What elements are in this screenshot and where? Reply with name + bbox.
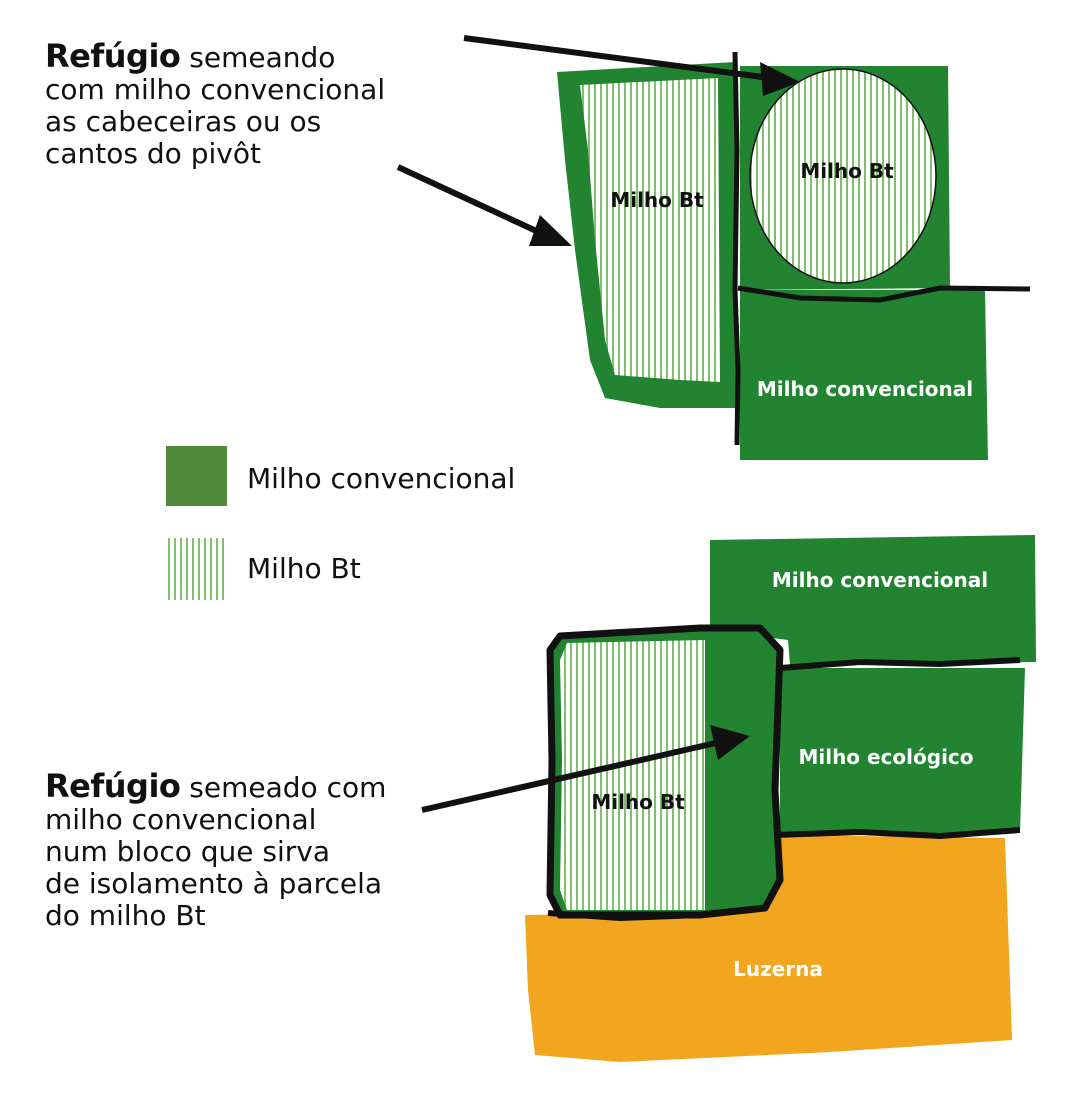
bottom-ecological-field [780,668,1025,835]
bottom-boundary-eco-luzerna [774,827,1021,840]
bottom-luzerna-label: Luzerna [733,957,823,981]
bottom-boundary-conv-eco [779,657,1021,671]
caption-top: Refúgio semeando com milho convencional … [45,40,385,170]
legend: Milho convencional Milho Bt [166,446,515,600]
top-conventional-label: Milho convencional [757,377,973,401]
legend-label-conventional: Milho convencional [247,462,515,495]
bottom-boundary-block-luzerna [547,905,766,922]
caption-bottom-line-5: do milho Bt [45,899,206,932]
bottom-diagram: Milho convencional Milho ecológico Milho… [421,535,1036,1062]
caption-bottom-line-3: num bloco que sirva [45,835,331,868]
legend-label-bt: Milho Bt [247,552,361,585]
top-left-bt-field [580,78,720,382]
legend-swatch-bt [166,538,227,600]
caption-top-line-2: com milho convencional [45,73,386,106]
caption-bottom-line-1: Refúgio semeado com [45,770,386,804]
caption-bottom-line-1-rest: semeado com [180,771,387,804]
top-conventional-field [740,290,988,460]
caption-bottom-line-4: de isolamento à parcela [45,867,383,900]
caption-bottom-line-2: milho convencional [45,803,317,836]
top-left-bt-label: Milho Bt [610,188,704,212]
top-arrow-1 [463,35,800,96]
caption-top-line-1: Refúgio semeando [45,40,385,74]
top-circle-bt-field [749,68,937,284]
top-vertical-road [732,51,741,446]
caption-bottom-strong: Refúgio [45,767,181,805]
caption-bottom: Refúgio semeado com milho convencional n… [45,770,386,932]
bottom-conventional-label: Milho convencional [772,568,988,592]
bottom-bt-field [560,640,705,910]
bottom-luzerna-field [525,835,1012,1062]
bottom-bt-label: Milho Bt [591,790,685,814]
legend-swatch-conventional [166,446,227,506]
top-diagram: Milho Bt Milho Bt Milho convencional [396,35,1031,460]
top-horizontal-road [737,285,1031,303]
bottom-arrow [421,725,750,813]
caption-top-strong: Refúgio [45,37,181,75]
bottom-ecological-label: Milho ecológico [798,745,973,769]
caption-top-line-3: as cabeceiras ou os [45,105,322,138]
top-circle-bt-label: Milho Bt [800,159,894,183]
bottom-conventional-field [710,535,1036,665]
caption-top-line-1-rest: semeando [180,41,336,74]
caption-top-line-4: cantos do pivôt [45,137,261,170]
top-arrow-2 [396,164,572,246]
